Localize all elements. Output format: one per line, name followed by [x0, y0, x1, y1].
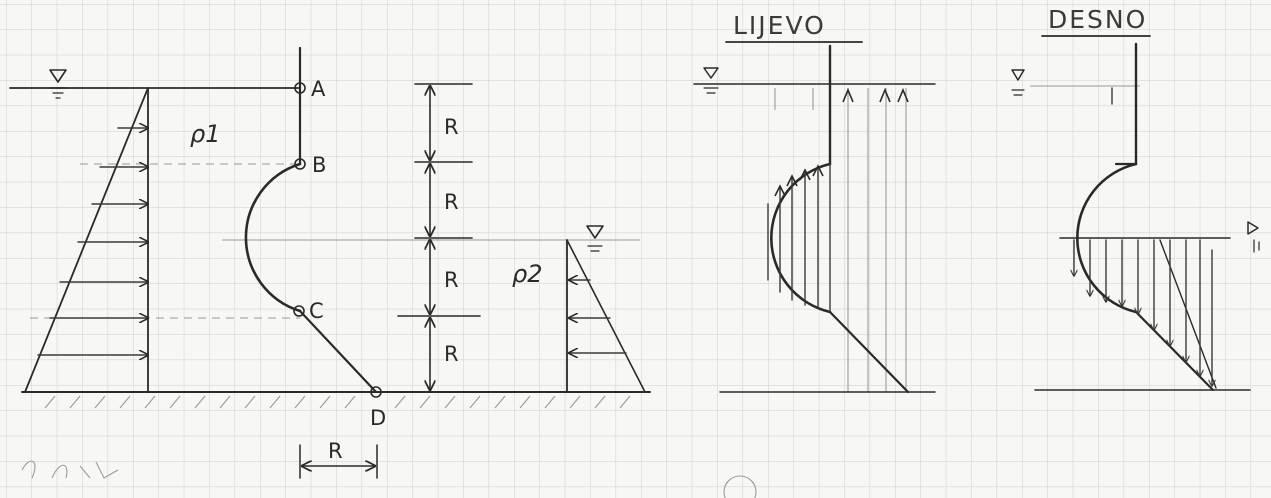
lijevo-diagram: LIJEVO — [693, 11, 936, 394]
desno-left-water-level-icon — [1011, 69, 1025, 96]
desno-title: DESNO — [1048, 5, 1147, 34]
point-d-marker — [370, 386, 382, 398]
main-sketch: ρ1 A B C D R R R R — [9, 46, 651, 479]
rho-1-label: ρ1 — [190, 120, 221, 148]
point-d-label: D — [370, 406, 386, 430]
point-b-label: B — [312, 153, 326, 177]
right-pressure-diagram — [566, 239, 646, 393]
point-c-label: C — [309, 299, 324, 323]
left-water-level-icon — [49, 69, 67, 99]
dim-r-4: R — [444, 342, 459, 366]
lijevo-title: LIJEVO — [733, 11, 826, 40]
point-a-label: A — [311, 77, 326, 101]
ground-hatching — [44, 395, 631, 409]
dim-r-bottom: R — [328, 439, 343, 463]
lijevo-water-level-icon — [703, 67, 719, 94]
left-pressure-diagram — [24, 87, 148, 393]
bottom-dimension — [299, 444, 378, 479]
dimension-chain — [397, 83, 481, 390]
right-water-level-icon — [586, 225, 604, 252]
point-b-marker — [294, 158, 306, 170]
desno-diagram: DESNO — [1011, 5, 1260, 392]
wall-profile — [244, 46, 382, 398]
point-c-marker — [293, 305, 305, 317]
point-a-marker — [294, 82, 306, 94]
dim-r-3: R — [444, 268, 459, 292]
pencil-marks — [21, 460, 757, 498]
dim-r-1: R — [444, 115, 459, 139]
dim-r-2: R — [444, 190, 459, 214]
rho-2-label: ρ2 — [512, 260, 543, 288]
desno-right-water-level-icon — [1247, 221, 1260, 253]
